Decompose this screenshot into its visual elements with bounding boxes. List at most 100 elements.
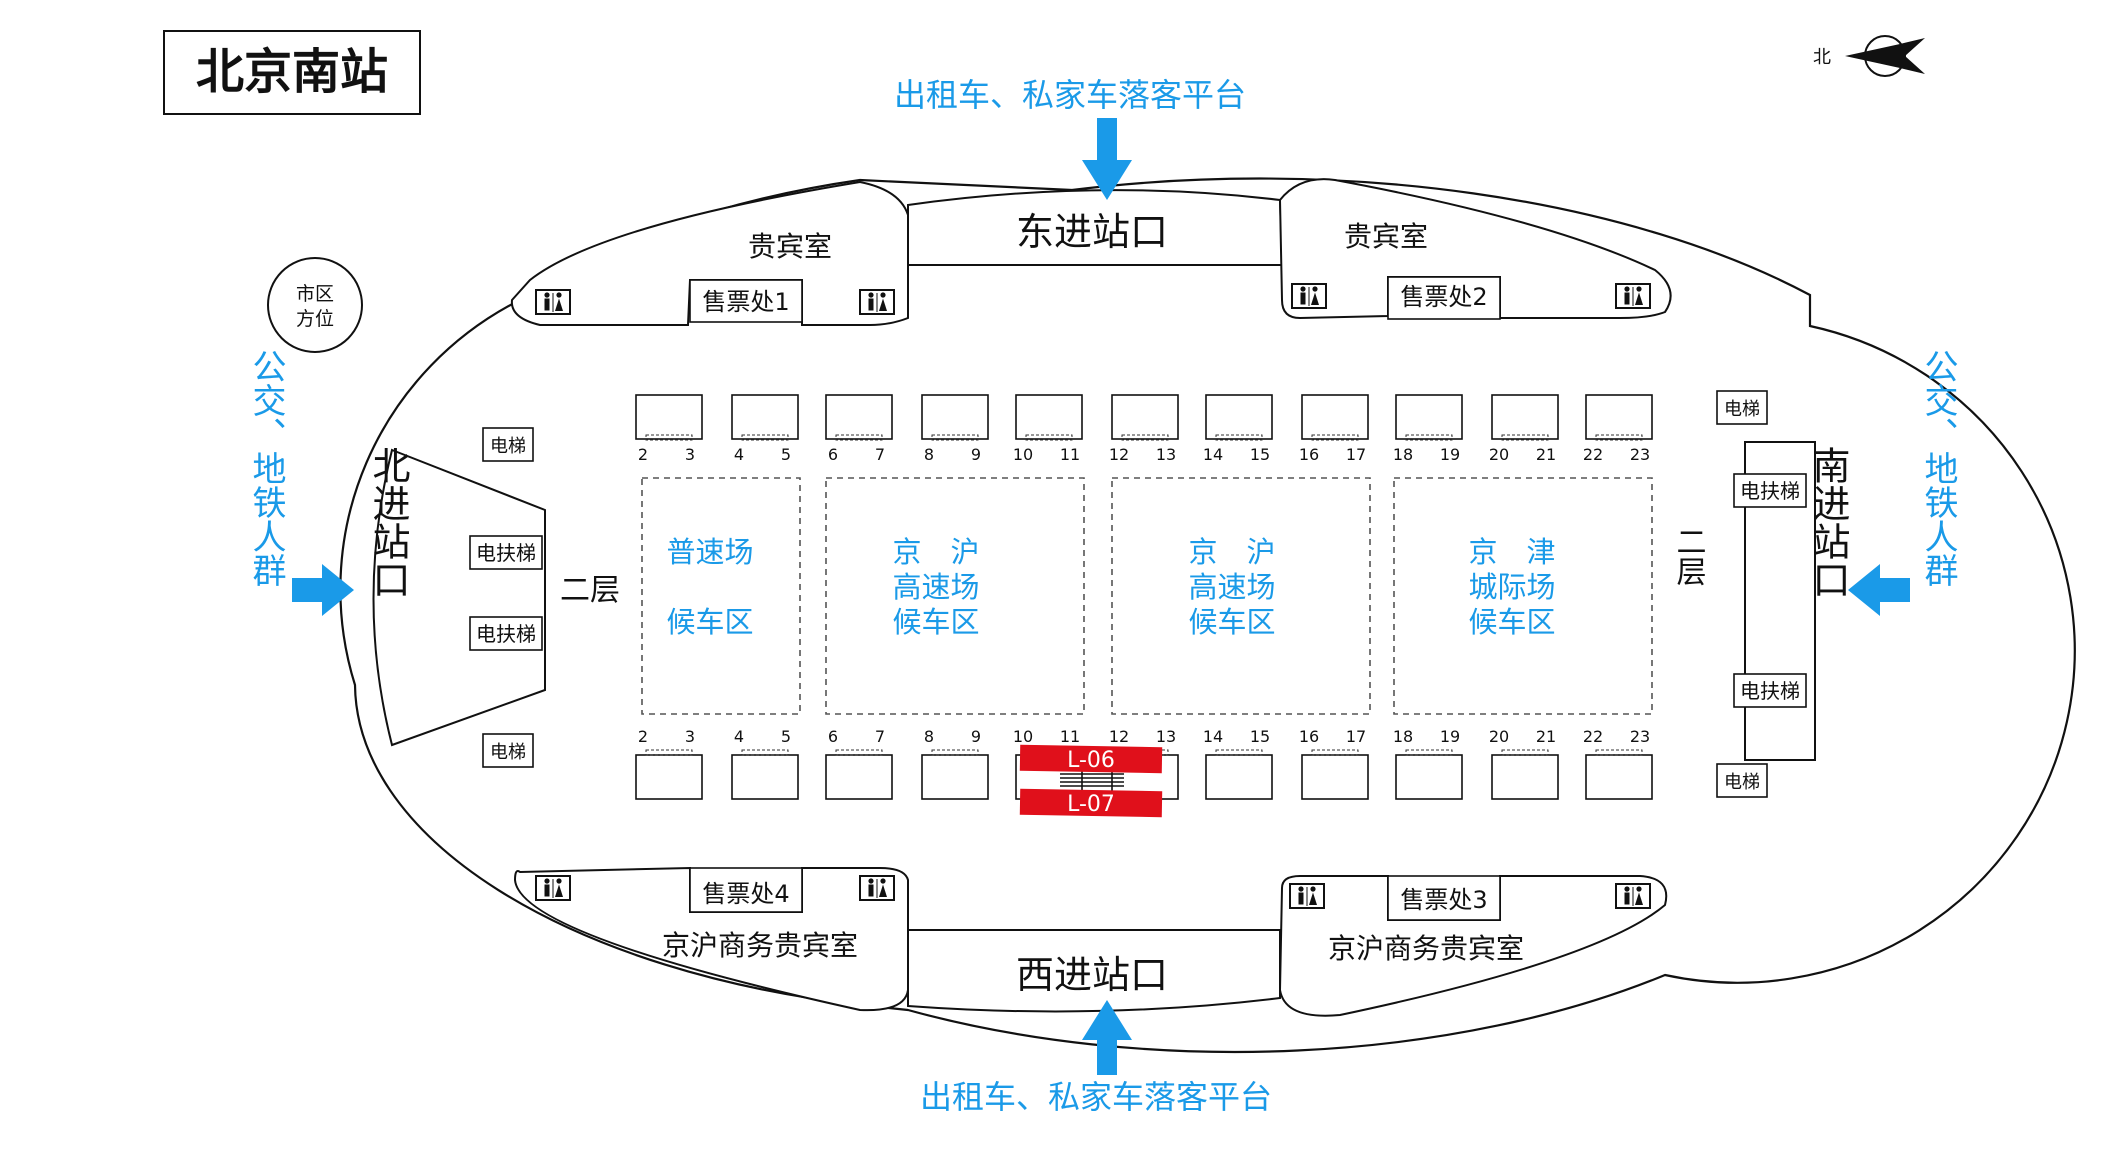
compass-label: 北 [1813,47,1831,68]
svg-text:电扶梯: 电扶梯 [1740,479,1800,503]
lift-elevator-left-bottom: 电梯 [482,733,534,768]
vip-room-top-left: 贵宾室 售票处1 [510,180,909,326]
gate-pair-6[interactable]: 12 13 [1109,394,1179,464]
gate-number: 4 [734,727,744,746]
gate-number: 2 [638,445,648,464]
blue-arrow-icon [1848,564,1910,616]
vip-room-bottom-right-label: 京沪商务贵宾室 [1328,932,1524,965]
gate-number: 16 [1299,445,1319,464]
gate-number: 13 [1156,445,1176,464]
compass: 北 [1813,35,1925,77]
waiting-zone-2-line1: 京 沪 [892,535,979,569]
waiting-zone-4-line1: 京 津 [1468,535,1555,569]
svg-text:电梯: 电梯 [490,436,526,457]
ad-spot-l07[interactable] [1019,788,1163,818]
blue-arrow-icon [292,564,354,616]
gate-number: 7 [875,445,885,464]
city-direction-line1: 市区 [296,283,334,305]
gate-number: 18 [1393,445,1413,464]
gate-number: 11 [1060,727,1080,746]
bus-metro-left-label: 公交、地铁人群 [246,349,286,587]
lift-elevator-left-top: 电梯 [482,427,534,462]
gate-number: 22 [1583,445,1603,464]
stair-icon [1060,773,1124,787]
svg-text:电扶梯: 电扶梯 [1740,679,1800,703]
gate-number: 12 [1109,445,1129,464]
restroom-icon [1289,883,1325,909]
blue-arrow-icon [1082,1000,1132,1075]
waiting-zone-1-line3: 候车区 [666,605,753,639]
lift-escalator-left-1: 电扶梯 [469,535,543,570]
gate-number: 12 [1109,727,1129,746]
gate-number: 7 [875,727,885,746]
gate-number: 9 [971,445,981,464]
vip-room-bottom-left-label: 京沪商务贵宾室 [662,929,858,962]
gate-number: 8 [924,727,934,746]
compass-arrow-icon [1845,35,1925,77]
ad-spot-group[interactable]: L-06 L-07 [1019,744,1163,818]
ticket-office-4-label: 售票处4 [702,880,789,908]
lift-escalator-right-2: 电扶梯 [1733,673,1807,708]
taxi-dropoff-top-label: 出租车、私家车落客平台 [894,76,1246,114]
south-entrance-label: 南进站口 [1806,446,1850,598]
gate-pair-7[interactable]: 14 15 [1203,394,1273,464]
waiting-zone-3-line3: 候车区 [1188,605,1275,639]
gate-number: 15 [1250,445,1270,464]
waiting-zone-4-line2: 城际场 [1468,570,1555,604]
gate-number: 3 [685,727,695,746]
floor-label-right: 二层 [1671,526,1707,586]
restroom-icon [859,875,895,901]
restroom-icon [1615,283,1651,309]
floor-label-left: 二层 [560,573,620,608]
ad-spot-l06-label: L-06 [1067,748,1115,773]
gate-number: 16 [1299,727,1319,746]
page-title: 北京南站 [196,44,388,100]
gate-number: 5 [781,727,791,746]
ad-spot-l07-label: L-07 [1067,792,1115,817]
east-entrance[interactable]: 东进站口 [907,189,1284,266]
ad-spot-l06[interactable] [1019,744,1163,774]
north-entrance-label: 北进站口 [366,446,410,598]
vip-room-top-right: 贵宾室 售票处2 [1278,178,1672,320]
west-entrance-label: 西进站口 [1016,953,1168,997]
west-entrance[interactable]: 西进站口 [907,929,1281,1013]
north-entrance[interactable]: 北进站口 [366,446,546,747]
lift-escalator-left-2: 电扶梯 [469,616,543,651]
gate-number: 23 [1630,727,1650,746]
vip-room-top-left-label: 贵宾室 [748,230,832,263]
gate-number: 10 [1013,445,1033,464]
vip-room-bottom-right: 售票处3 京沪商务贵宾室 [1278,875,1668,1017]
gate-number: 3 [685,445,695,464]
ticket-office-1-label: 售票处1 [702,288,789,316]
waiting-zone-3-line1: 京 沪 [1188,535,1275,569]
restroom-icon [859,289,895,315]
gate-number: 14 [1203,445,1223,464]
gate-number: 15 [1250,727,1270,746]
title-box: 北京南站 [163,30,421,115]
gate-number: 4 [734,445,744,464]
gate-number: 6 [828,727,838,746]
